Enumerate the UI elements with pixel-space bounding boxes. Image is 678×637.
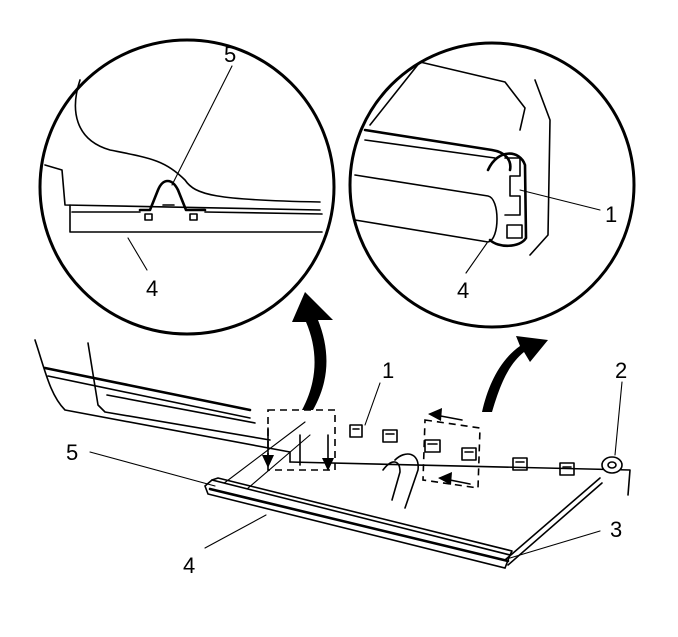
mounting-bolt: [504, 477, 601, 561]
callout-right-4: 4: [457, 278, 469, 303]
molding-clip: [512, 457, 528, 471]
curved-arrow-right-icon: [482, 336, 548, 412]
molding-clip: [424, 439, 441, 453]
molding-clip: [382, 429, 398, 443]
detail-view-left: [38, 38, 336, 336]
detail-circle-left: [38, 38, 336, 336]
door-panel: [34, 339, 631, 496]
callout-main-3: 3: [610, 517, 622, 542]
callout-left-5: 5: [224, 42, 236, 67]
detail-circle-right: [348, 41, 636, 329]
left-arrow-icon: [438, 472, 452, 485]
callout-main-1: 1: [382, 358, 394, 383]
rocker-molding: [204, 477, 513, 569]
curved-arrow-left-icon: [292, 292, 333, 410]
callout-main-4: 4: [183, 553, 195, 578]
molding-clip: [349, 424, 363, 438]
callout-main-2: 2: [615, 358, 627, 383]
detail-view-right: [348, 41, 636, 329]
molding-clip: [559, 462, 575, 476]
insertion-arrows: [262, 408, 471, 485]
callout-main-5: 5: [66, 440, 78, 465]
retaining-nut: [601, 456, 623, 474]
callout-left-4: 4: [146, 276, 158, 301]
detail-box-left: [267, 409, 336, 471]
door-support-bracket: [394, 453, 419, 509]
down-arrow-icon: [262, 455, 274, 468]
down-arrow-icon: [322, 458, 334, 471]
molding-clip: [461, 447, 477, 461]
molding-clips: [349, 424, 575, 476]
left-arrow-icon: [428, 408, 442, 421]
detail-box-right: [422, 419, 481, 489]
callout-right-1: 1: [605, 202, 617, 227]
